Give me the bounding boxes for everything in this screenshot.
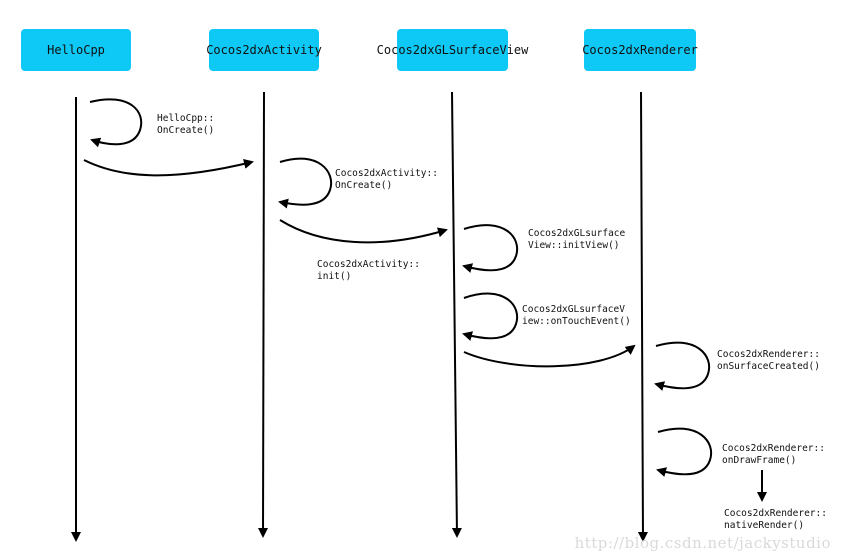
self-call-activity-oncreate bbox=[278, 157, 333, 209]
message-activity-oncreate: Cocos2dxActivity:: OnCreate() bbox=[335, 168, 438, 191]
message-renderer-nativerender: Cocos2dxRenderer:: nativeRender() bbox=[724, 508, 827, 531]
self-call-surfaceview-initview bbox=[462, 224, 519, 273]
participant-activity: Cocos2dxActivity bbox=[206, 29, 322, 71]
message-activity-init: Cocos2dxActivity:: init() bbox=[317, 259, 420, 282]
message-renderer-ondrawframe: Cocos2dxRenderer:: onDrawFrame() bbox=[722, 443, 825, 466]
participant-surfaceview: Cocos2dxGLSurfaceView bbox=[377, 29, 528, 71]
call-surfaceview-to-renderer bbox=[463, 344, 636, 368]
message-renderer-onsurfacecreated: Cocos2dxRenderer:: onSurfaceCreated() bbox=[717, 349, 820, 372]
watermark-url: http://blog.csdn.net/jackystudio bbox=[574, 534, 831, 552]
participant-hellocpp: HelloCpp bbox=[21, 29, 131, 71]
self-call-surfaceview-ontouchevent bbox=[462, 292, 519, 341]
participant-renderer: Cocos2dxRenderer bbox=[582, 29, 698, 71]
participant-renderer-label: Cocos2dxRenderer bbox=[582, 43, 698, 57]
message-surface-ontouchevent: Cocos2dxGLsurfaceV iew::onTouchEvent() bbox=[522, 304, 631, 327]
lifeline-renderer bbox=[637, 91, 648, 542]
self-call-renderer-onsurfacecreated bbox=[654, 341, 711, 391]
self-call-hellocpp-oncreate bbox=[89, 98, 143, 148]
lifeline-activity bbox=[258, 91, 269, 538]
lifeline-surfaceview bbox=[451, 91, 462, 538]
message-hellocpp-oncreate: HelloCpp:: OnCreate() bbox=[157, 113, 215, 136]
participant-surfaceview-label: Cocos2dxGLSurfaceView bbox=[376, 43, 529, 57]
call-hellocpp-to-activity bbox=[83, 159, 254, 177]
message-surface-initview: Cocos2dxGLsurface View::initView() bbox=[528, 228, 626, 251]
participant-activity-label: Cocos2dxActivity bbox=[206, 43, 322, 57]
participant-hellocpp-label: HelloCpp bbox=[47, 43, 105, 57]
call-activity-to-surfaceview bbox=[279, 219, 448, 244]
self-call-renderer-ondrawframe bbox=[656, 427, 713, 477]
